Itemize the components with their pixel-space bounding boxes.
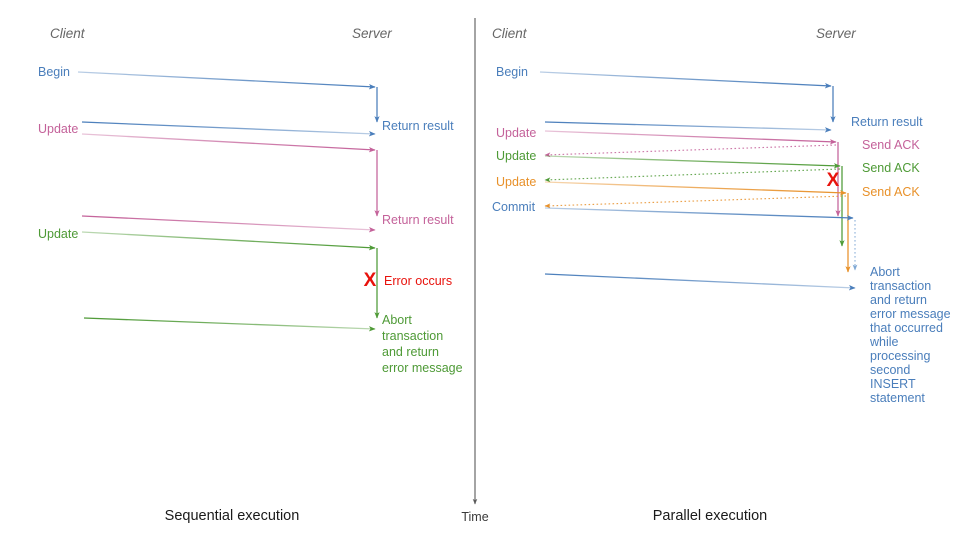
block-label-line: that occurred <box>870 321 943 335</box>
client-label-sequential-0: Begin <box>38 65 70 79</box>
error-text: Error occurs <box>384 274 452 288</box>
block-label-line: error message <box>382 361 463 375</box>
client-label-parallel-2: Update <box>496 149 536 163</box>
panel-caption-sequential: Sequential execution <box>165 508 300 524</box>
block-label-line: Abort <box>870 265 900 279</box>
block-label-line: transaction <box>870 279 931 293</box>
panel-caption-parallel: Parallel execution <box>653 508 767 524</box>
error-marker-sequential: X Error occurs <box>364 270 452 291</box>
client-label-parallel-0: Begin <box>496 65 528 79</box>
block-label-line: processing <box>870 349 930 363</box>
time-axis-label: Time <box>461 510 488 524</box>
block-label-line: second <box>870 363 910 377</box>
block-label-line: while <box>869 335 899 349</box>
client-label-parallel-4: Commit <box>492 200 536 214</box>
server-label-parallel-0: Return result <box>851 115 923 129</box>
server-label-parallel-2: Send ACK <box>862 161 920 175</box>
block-label-line: and return <box>870 293 927 307</box>
error-x-icon: X <box>827 170 840 191</box>
server-label-parallel-3: Send ACK <box>862 185 920 199</box>
error-marker-parallel: X <box>827 170 840 191</box>
server-label-parallel-1: Send ACK <box>862 138 920 152</box>
server-label-sequential-0: Return result <box>382 119 454 133</box>
message-commit-request-parallel <box>544 207 854 221</box>
message-update-request-1-sequential <box>81 133 376 153</box>
message-update-request-2-sequential <box>81 231 376 251</box>
message-update-request-2-parallel <box>544 155 841 169</box>
message-begin-request-sequential <box>77 71 376 90</box>
block-label-line: statement <box>870 391 925 405</box>
message-begin-request-parallel <box>539 71 832 89</box>
client-label-parallel-1: Update <box>496 126 536 140</box>
error-x-icon: X <box>364 270 377 291</box>
server-label-sequential-1: Return result <box>382 213 454 227</box>
block-label-line: error message <box>870 307 951 321</box>
block-label-line: Abort <box>382 313 412 327</box>
message-abort-return-parallel <box>544 273 856 291</box>
message-ack-3-parallel <box>544 195 847 209</box>
block-label-sequential-0: Abort transaction and return error message <box>382 313 463 375</box>
block-label-line: INSERT <box>870 377 916 391</box>
message-return-result-parallel <box>544 121 832 133</box>
lane-header-client-parallel: Client <box>492 26 528 41</box>
message-return-result-2-sequential <box>81 215 376 233</box>
time-axis: Time <box>461 18 489 524</box>
client-label-sequential-1: Update <box>38 122 78 136</box>
lane-header-server-sequential: Server <box>352 26 392 41</box>
block-label-line: transaction <box>382 329 443 343</box>
lane-header-server-parallel: Server <box>816 26 856 41</box>
message-update-request-3-parallel <box>544 181 847 196</box>
lane-header-client-sequential: Client <box>50 26 86 41</box>
client-label-parallel-3: Update <box>496 175 536 189</box>
block-label-line: and return <box>382 345 439 359</box>
message-return-result-1-sequential <box>81 121 376 137</box>
message-ack-1-parallel <box>544 144 837 158</box>
message-ack-2-parallel <box>544 168 841 183</box>
message-abort-return-sequential <box>83 317 376 332</box>
client-label-sequential-2: Update <box>38 227 78 241</box>
message-update-request-1-parallel <box>544 130 837 145</box>
